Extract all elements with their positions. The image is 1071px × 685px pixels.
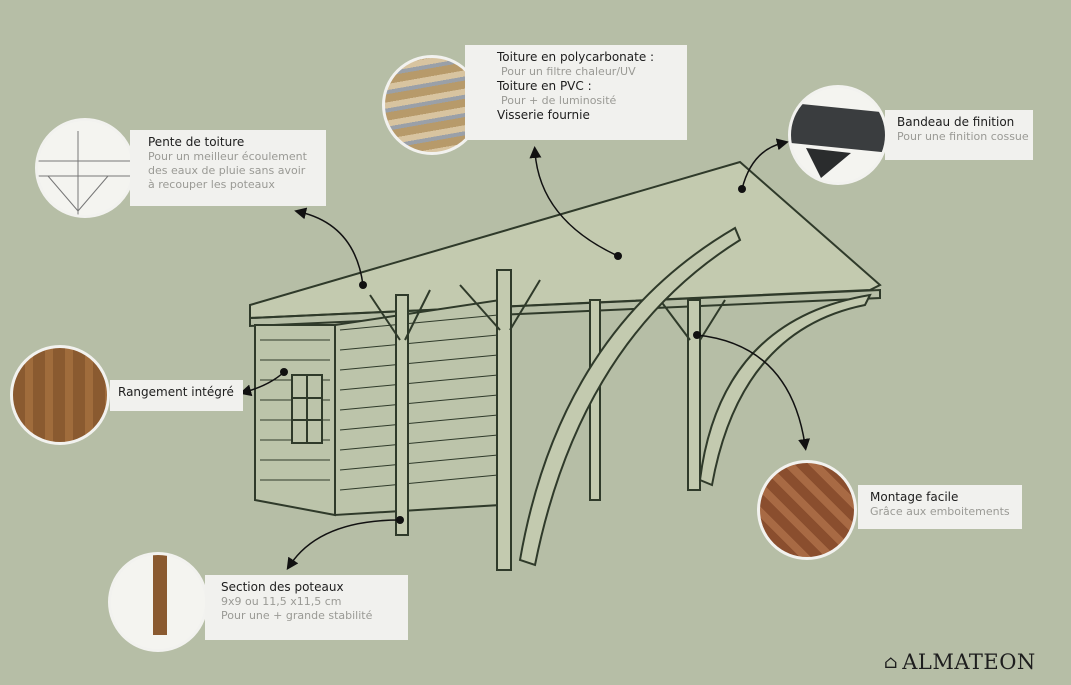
callout-text: des eaux de pluie sans avoir (148, 164, 306, 177)
callout-text: à recouper les poteaux (148, 178, 275, 191)
post-section-photo (108, 552, 208, 652)
assembly-joint-photo (757, 460, 857, 560)
storage-photo (10, 345, 110, 445)
callout-title: Visserie fournie (497, 108, 590, 122)
house-icon: ⌂ (884, 651, 899, 673)
callout-title: Section des poteaux (221, 580, 344, 594)
callout-text: Pour un meilleur écoulement (148, 150, 307, 163)
callout-text: Pour une finition cossue (897, 130, 1029, 143)
callout-fascia: Bandeau de finition Pour une finition co… (885, 110, 1033, 160)
brand-name: ALMATEON (902, 650, 1036, 674)
callout-arrows (239, 138, 811, 570)
callout-post-section: Section des poteaux 9x9 ou 11,5 x11,5 cm… (205, 575, 408, 640)
callout-title: Bandeau de finition (897, 115, 1015, 129)
callout-text: 9x9 ou 11,5 x11,5 cm (221, 595, 342, 608)
callout-title: Toiture en PVC : (497, 79, 592, 93)
callout-text: Grâce aux emboitements (870, 505, 1010, 518)
fascia-board-photo (788, 85, 888, 185)
callout-text: Pour un filtre chaleur/UV (501, 65, 636, 78)
callout-roof-slope: Pente de toiture Pour un meilleur écoule… (130, 130, 326, 206)
callout-title: Toiture en polycarbonate : (497, 50, 655, 64)
callout-title: Montage facile (870, 490, 959, 504)
callout-roofing: Toiture en polycarbonate : Pour un filtr… (465, 45, 687, 140)
callout-text: Pour une + grande stabilité (221, 609, 373, 622)
callout-assembly: Montage facile Grâce aux emboitements (858, 485, 1022, 529)
roof-slope-photo (35, 118, 135, 218)
brand-logo: ⌂ ALMATEON (884, 650, 1036, 674)
callout-text: Pour + de luminosité (501, 94, 617, 107)
callout-title: Rangement intégré (118, 385, 234, 399)
callout-title: Pente de toiture (148, 135, 245, 149)
callout-storage: Rangement intégré (110, 380, 243, 411)
